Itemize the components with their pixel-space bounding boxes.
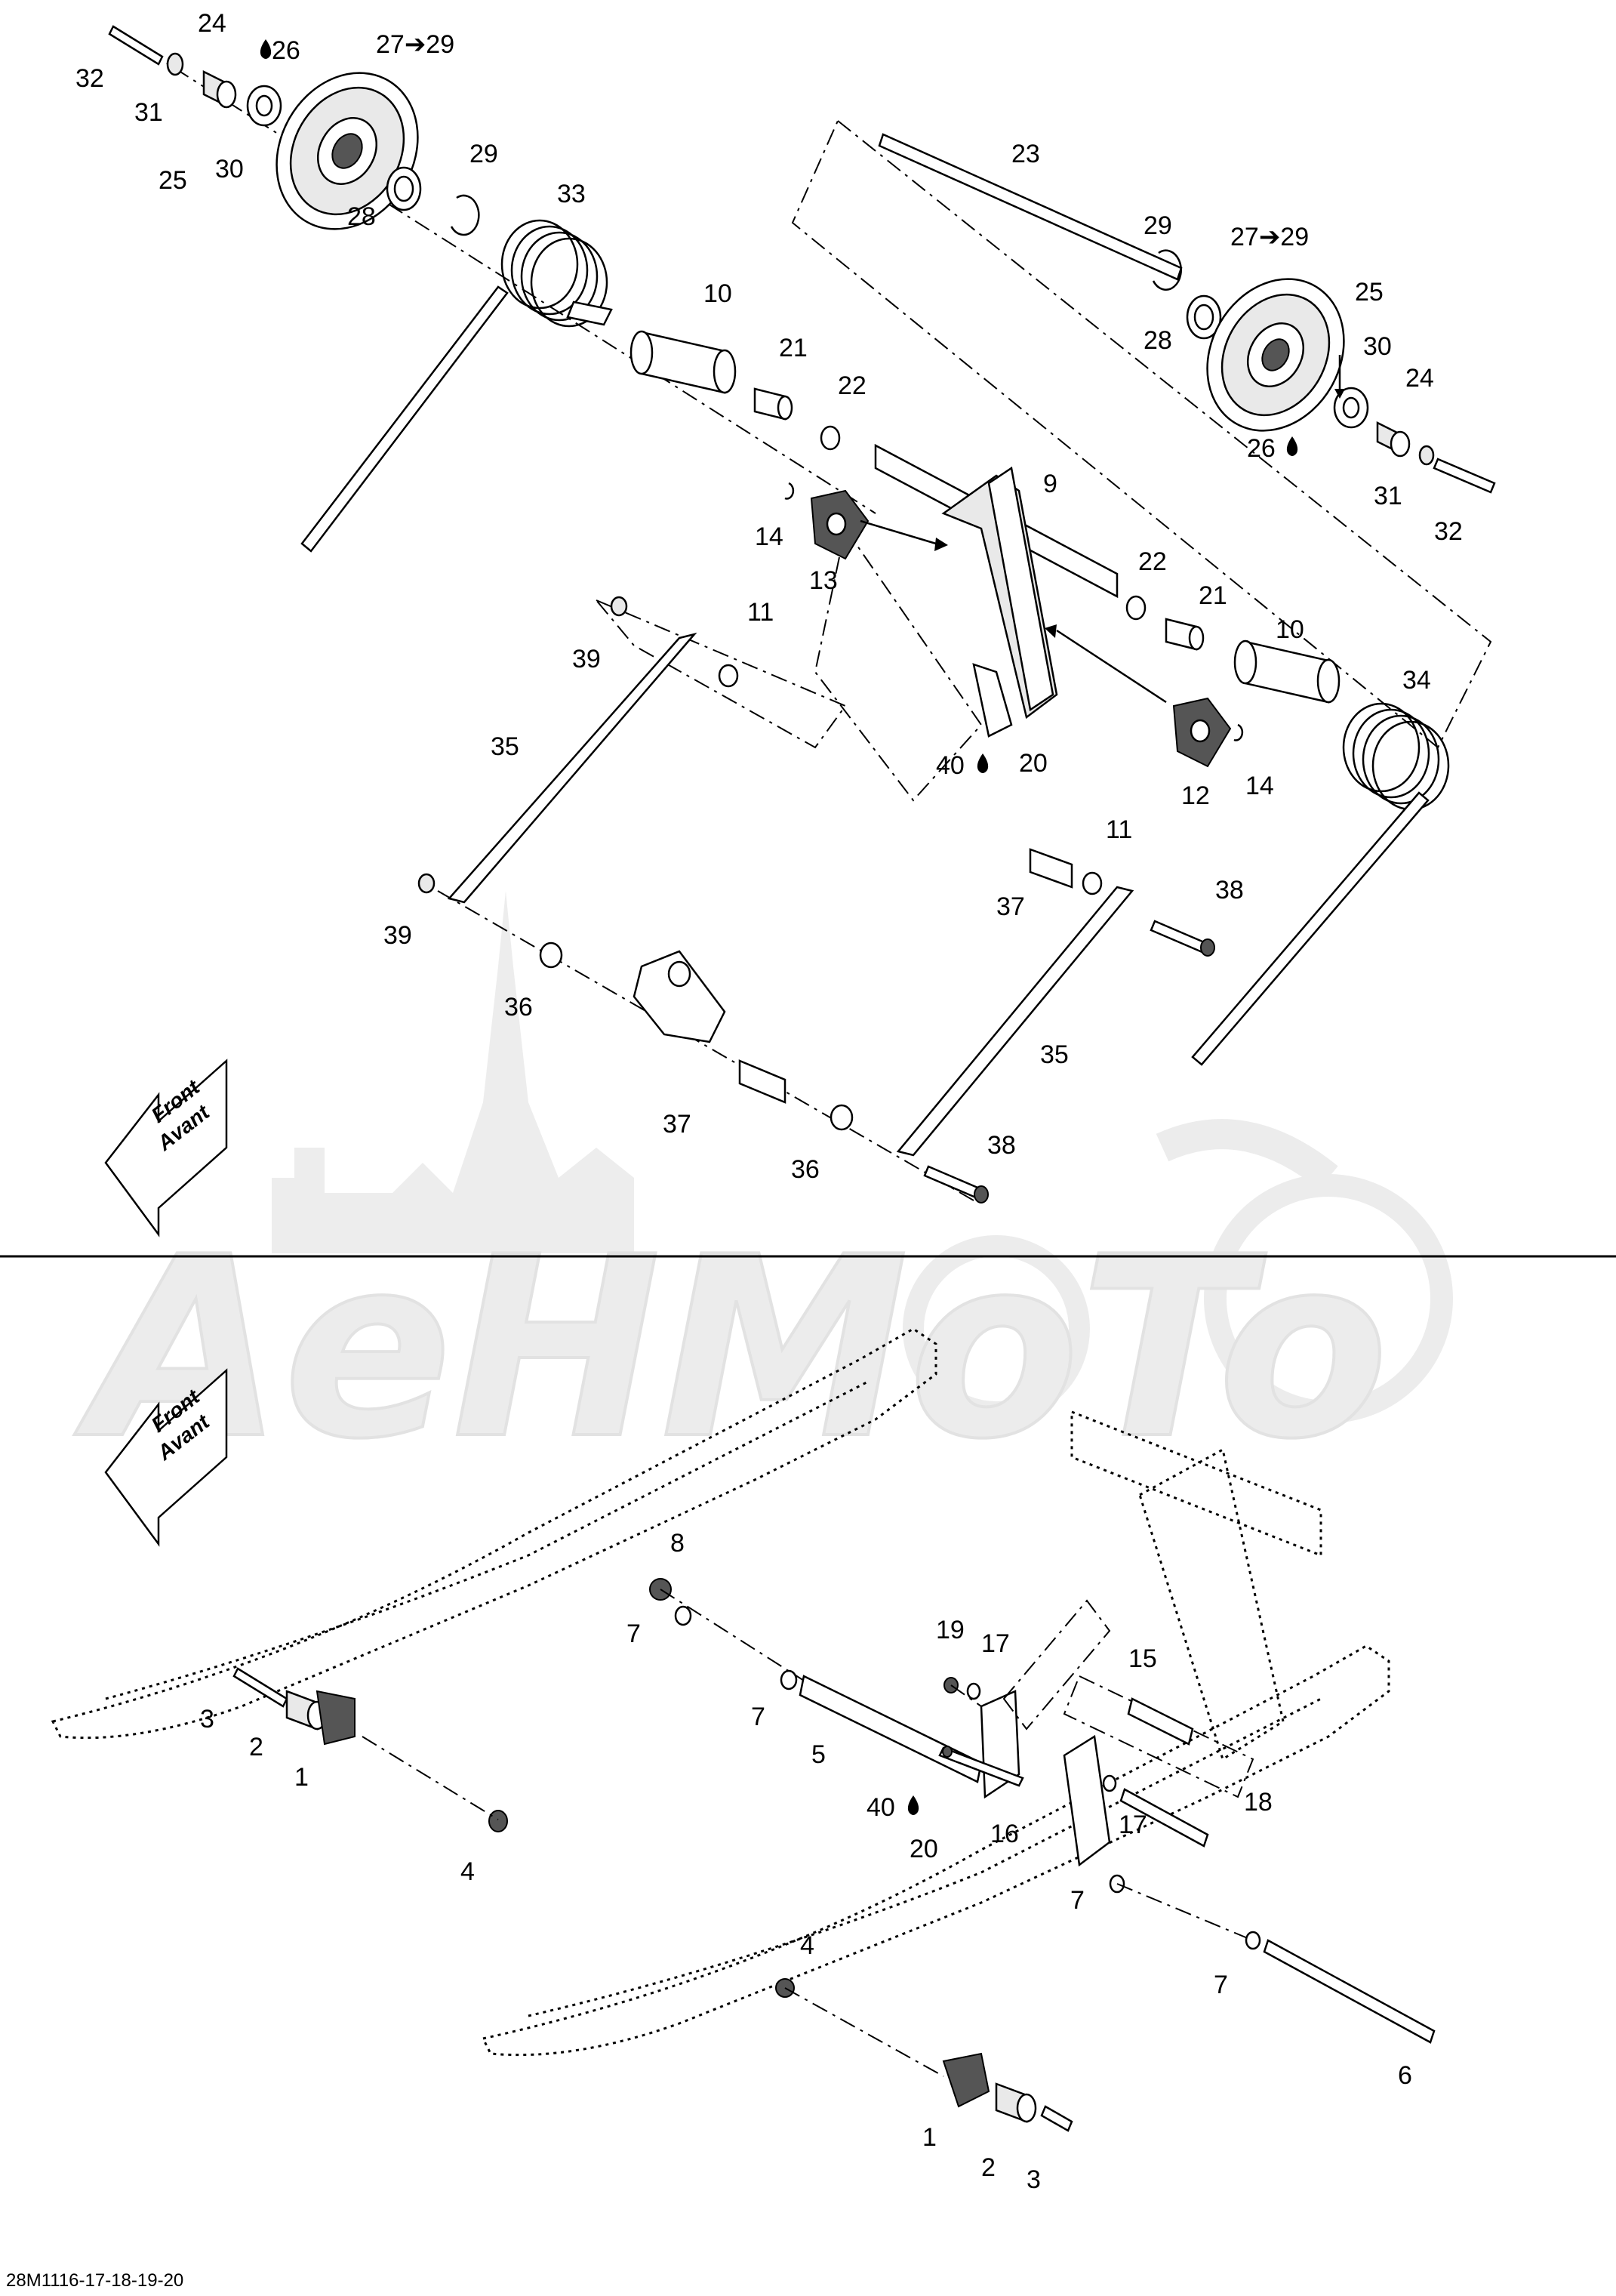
callout-label: 10 bbox=[703, 279, 732, 308]
watermark: AeHMoTo bbox=[69, 891, 1453, 1495]
callout-label: 36 bbox=[791, 1155, 820, 1184]
drawing-code: 28M1116-17-18-19-20 bbox=[6, 2270, 183, 2291]
callout-label: 28 bbox=[1144, 326, 1172, 355]
oil-drop-icon bbox=[907, 1795, 919, 1815]
callout-label: 30 bbox=[215, 155, 244, 183]
callout-label: 40 bbox=[866, 1793, 895, 1822]
callout-label: 14 bbox=[1245, 772, 1274, 800]
callout-label: 22 bbox=[1138, 547, 1167, 576]
callout-label: 21 bbox=[779, 334, 808, 362]
callout-label: 24 bbox=[198, 9, 226, 38]
callout-label: 27➔29 bbox=[1230, 223, 1309, 251]
callout-label: 25 bbox=[1355, 278, 1384, 307]
callout-label: 32 bbox=[1434, 517, 1463, 546]
callout-label: 6 bbox=[1398, 2061, 1412, 2090]
callout-label: 13 bbox=[809, 566, 838, 595]
callout-label: 37 bbox=[663, 1110, 691, 1139]
callout-label: 40 bbox=[936, 751, 965, 780]
lower-assembly bbox=[51, 1327, 1436, 2132]
callout-label: 24 bbox=[1405, 364, 1434, 393]
watermark-text: AeHMoTo bbox=[71, 1203, 1389, 1493]
lower-callouts: 8 7 19 17 15 3 7 2 5 1 18 40 17 20 16 7 … bbox=[200, 1529, 1412, 2194]
callout-label: 10 bbox=[1276, 615, 1304, 644]
callout-label: 9 bbox=[1043, 470, 1057, 498]
callout-label: 29 bbox=[469, 140, 498, 168]
callout-label: 4 bbox=[460, 1857, 475, 1886]
callout-label: 17 bbox=[981, 1629, 1010, 1658]
callout-label: 18 bbox=[1244, 1788, 1273, 1817]
callout-label: 34 bbox=[1402, 666, 1431, 695]
callout-label: 1 bbox=[294, 1763, 309, 1792]
callout-label: 12 bbox=[1181, 781, 1210, 810]
front-arrow-upper: Front Avant bbox=[104, 1059, 228, 1237]
callout-label: 7 bbox=[751, 1703, 765, 1731]
callout-label: 39 bbox=[572, 645, 601, 673]
callout-label: 20 bbox=[910, 1835, 938, 1863]
upper-assembly bbox=[108, 25, 1496, 1203]
callout-label: 3 bbox=[200, 1705, 214, 1734]
callout-label: 5 bbox=[811, 1740, 826, 1769]
callout-label: 14 bbox=[755, 522, 783, 551]
callout-label: 35 bbox=[491, 732, 519, 761]
callout-label: 33 bbox=[557, 180, 586, 208]
callout-label: 4 bbox=[800, 1931, 814, 1960]
callout-label: 8 bbox=[670, 1529, 685, 1558]
upper-callouts: 32 24 26 27➔29 31 25 30 29 28 33 23 29 2… bbox=[75, 9, 1463, 1184]
callout-label: 19 bbox=[936, 1616, 965, 1644]
oil-drop-icon bbox=[977, 754, 989, 773]
callout-label: 2 bbox=[981, 2153, 996, 2182]
callout-label: 38 bbox=[1215, 876, 1244, 905]
callout-label: 26 bbox=[272, 36, 300, 65]
callout-label: 37 bbox=[996, 892, 1025, 921]
callout-label: 17 bbox=[1119, 1811, 1147, 1839]
callout-label: 31 bbox=[1374, 482, 1402, 510]
callout-label: 25 bbox=[159, 166, 187, 195]
callout-label: 22 bbox=[838, 371, 866, 400]
callout-label: 15 bbox=[1128, 1644, 1157, 1673]
callout-label: 28 bbox=[347, 202, 376, 231]
oil-drop-icon bbox=[1286, 436, 1298, 456]
callout-label: 26 bbox=[1247, 434, 1276, 463]
callout-label: 32 bbox=[75, 64, 104, 93]
callout-label: 29 bbox=[1144, 211, 1172, 240]
callout-label: 1 bbox=[922, 2123, 937, 2152]
callout-label: 20 bbox=[1019, 749, 1048, 778]
callout-label: 27➔29 bbox=[376, 30, 454, 59]
callout-label: 3 bbox=[1027, 2165, 1041, 2194]
callout-label: 39 bbox=[383, 921, 412, 950]
callout-label: 11 bbox=[1106, 815, 1132, 844]
callout-label: 30 bbox=[1363, 332, 1392, 361]
callout-label: 36 bbox=[504, 993, 533, 1022]
callout-label: 7 bbox=[1214, 1971, 1228, 1999]
callout-label: 7 bbox=[1070, 1886, 1085, 1915]
callout-label: 21 bbox=[1199, 581, 1227, 610]
callout-label: 35 bbox=[1040, 1040, 1069, 1069]
callout-label: 11 bbox=[747, 598, 774, 627]
callout-label: 2 bbox=[249, 1733, 263, 1761]
callout-label: 31 bbox=[134, 98, 163, 127]
callout-label: 23 bbox=[1011, 140, 1040, 168]
callout-label: 38 bbox=[987, 1131, 1016, 1160]
callout-label: 7 bbox=[626, 1620, 641, 1648]
callout-label: 16 bbox=[990, 1820, 1019, 1848]
oil-drop-icon bbox=[260, 39, 272, 59]
